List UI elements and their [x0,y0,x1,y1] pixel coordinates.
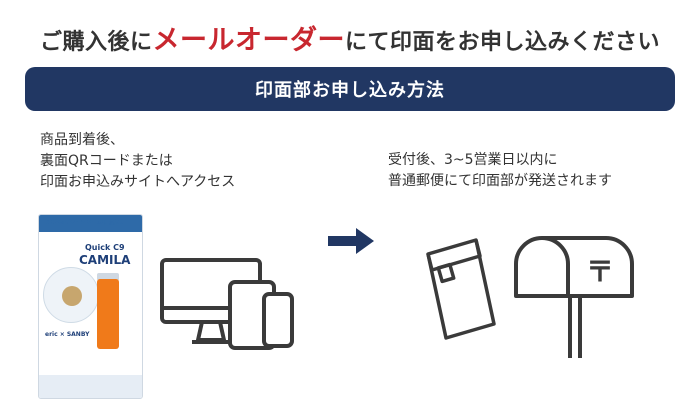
headline-prefix: ご購入後に [39,30,153,55]
right-desc-line: 受付後、3~5営業日以内に [388,152,558,168]
package-collab-label: eric × SANBY [45,331,90,338]
package-brand: CAMILA [79,253,131,267]
page-headline: ご購入後にメールオーダーにて印面をお申し込みください [0,18,700,57]
package-quick-label: Quick C9 [85,243,125,252]
stamp-cap [97,273,119,281]
postal-mark-icon: 〒 [586,255,614,288]
headline-highlight: メールオーダー [152,25,345,56]
right-desc-line: 普通郵便にて印面部が発送されます [388,173,612,189]
left-desc-line: 商品到着後、 [40,132,124,148]
product-package-image: えらべるデザイン ネーム印 補充式 Quick C9 CAMILA eric ×… [38,214,143,399]
arrow-right-icon [328,228,374,254]
left-description: 商品到着後、 裏面QRコードまたは 印面お申込みサイトへアクセス [40,130,235,193]
package-footer [39,375,142,398]
mailbox-icon: 〒 [514,236,634,358]
package-tagline: えらべるデザイン ネーム印 補充式 [45,220,124,226]
left-desc-line: 印面お申込みサイトへアクセス [40,174,236,190]
left-desc-line: 裏面QRコードまたは [40,153,173,169]
right-description: 受付後、3~5営業日以内に 普通郵便にて印面部が発送されます [388,150,612,192]
headline-suffix: にて印面をお申し込みください [345,30,661,55]
section-banner: 印面部お申し込み方法 [25,67,675,111]
envelope-icon [426,238,496,340]
banner-title: 印面部お申し込み方法 [255,80,445,101]
devices-icon [160,258,294,350]
stamp-body [97,279,119,349]
package-header [39,215,142,232]
package-illustration [43,267,99,323]
